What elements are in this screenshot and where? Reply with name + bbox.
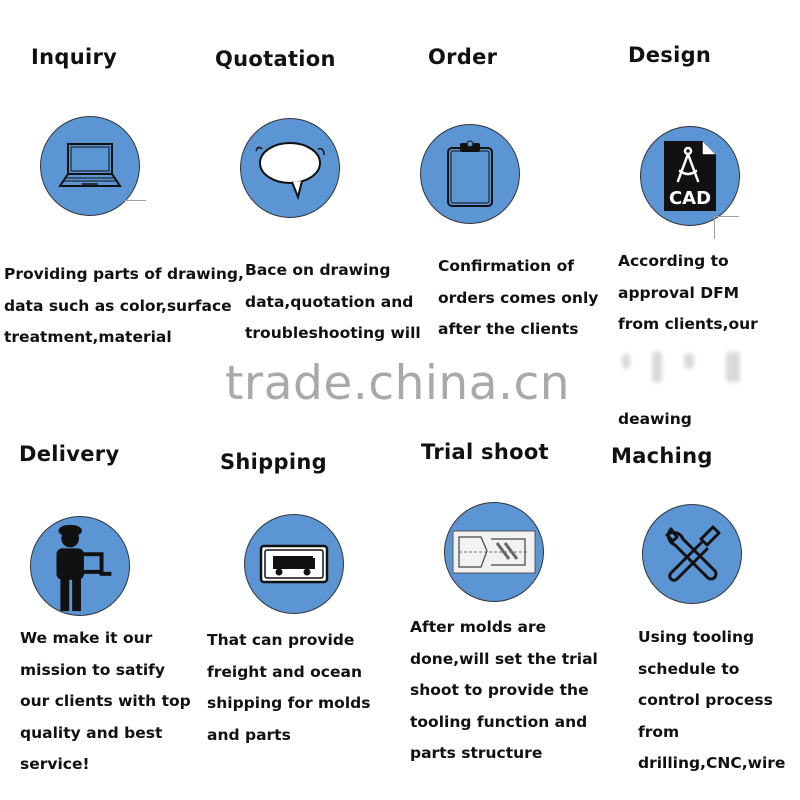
tools-icon (665, 525, 721, 582)
description-line: schedule to (638, 659, 740, 678)
laptop-icon (58, 143, 122, 187)
description-line: treatment,material (4, 328, 172, 346)
maching-circle (642, 504, 742, 604)
trial-shoot-circle (444, 502, 544, 602)
description-line: deawing (618, 410, 692, 428)
description-line: data,quotation and (245, 292, 414, 311)
delivery-circle (30, 516, 130, 616)
shipping-circle (244, 514, 344, 614)
mold-drawing-icon (452, 530, 536, 574)
description-line: from clients,our (618, 315, 758, 333)
description-line: Confirmation of (438, 257, 574, 275)
description-line: parts structure (410, 744, 543, 762)
description-line: drilling,CNC,wire (638, 754, 786, 772)
step-description-maching: Using tooling schedule to control proces… (638, 622, 785, 780)
compass-icon (676, 146, 700, 183)
description-line: orders comes only (438, 288, 599, 307)
description-line: service! (20, 755, 90, 773)
step-title-design: Design (628, 43, 712, 67)
obscured-text (652, 352, 662, 382)
description-line: from (638, 722, 680, 741)
step-title-trial-shoot: Trial shoot (421, 440, 549, 464)
step-title-quotation: Quotation (215, 47, 336, 71)
description-line: freight and ocean (207, 662, 362, 681)
obscured-text (684, 354, 694, 368)
description-line: According to (618, 252, 729, 270)
description-line: shipping for molds (207, 694, 371, 712)
obscured-text (622, 354, 630, 368)
description-line: quality and best (20, 723, 163, 742)
truck-sign-icon (259, 544, 329, 584)
step-description-order: Confirmation of orders comes only after … (438, 251, 598, 346)
step-title-inquiry: Inquiry (31, 45, 118, 69)
step-description-inquiry: Providing parts of drawing, data such as… (4, 259, 244, 354)
cad-file-icon: CAD (664, 141, 716, 211)
description-line: after the clients (438, 320, 579, 338)
quotation-circle (240, 118, 340, 218)
description-line: done,will set the trial (410, 649, 598, 668)
clipboard-icon (447, 140, 493, 207)
description-line: troubleshooting will (245, 324, 421, 342)
description-line: tooling function and (410, 712, 588, 731)
description-line: Bace on drawing (245, 261, 391, 279)
step-title-maching: Maching (611, 444, 713, 468)
decorative-corner (124, 188, 146, 201)
description-line: our clients with top (20, 692, 191, 710)
delivery-man-icon (56, 524, 112, 612)
description-line: mission to satify (20, 660, 166, 679)
description-line: control process (638, 691, 773, 709)
step-description-design: According to approval DFM from clients,o… (618, 246, 758, 341)
description-line: We make it our (20, 629, 153, 647)
inquiry-circle (40, 116, 140, 216)
decorative-corner (714, 216, 739, 239)
description-line: data such as color,surface (4, 296, 232, 315)
step-title-delivery: Delivery (19, 442, 120, 466)
step-title-shipping: Shipping (220, 450, 327, 474)
obscured-text (726, 352, 740, 382)
description-line: Providing parts of drawing, (4, 265, 244, 283)
description-line: approval DFM (618, 283, 740, 302)
order-circle (420, 124, 520, 224)
step-description-delivery: We make it our mission to satify our cli… (20, 623, 191, 781)
step-description-shipping: That can provide freight and ocean shipp… (207, 625, 370, 751)
description-line: After molds are (410, 618, 547, 636)
description-line: Using tooling (638, 628, 755, 646)
description-line: and parts (207, 725, 291, 744)
watermark: trade.china.cn (225, 356, 571, 411)
cad-label: CAD (669, 188, 711, 209)
step-description-design-tail: deawing (618, 404, 692, 436)
step-title-order: Order (428, 45, 498, 69)
step-description-quotation: Bace on drawing data,quotation and troub… (245, 255, 421, 350)
description-line: That can provide (207, 631, 355, 649)
design-circle: CAD (640, 126, 740, 226)
step-description-trial-shoot: After molds are done,will set the trial … (410, 612, 598, 770)
description-line: shoot to provide the (410, 681, 589, 699)
speech-bubble-icon (255, 142, 325, 201)
